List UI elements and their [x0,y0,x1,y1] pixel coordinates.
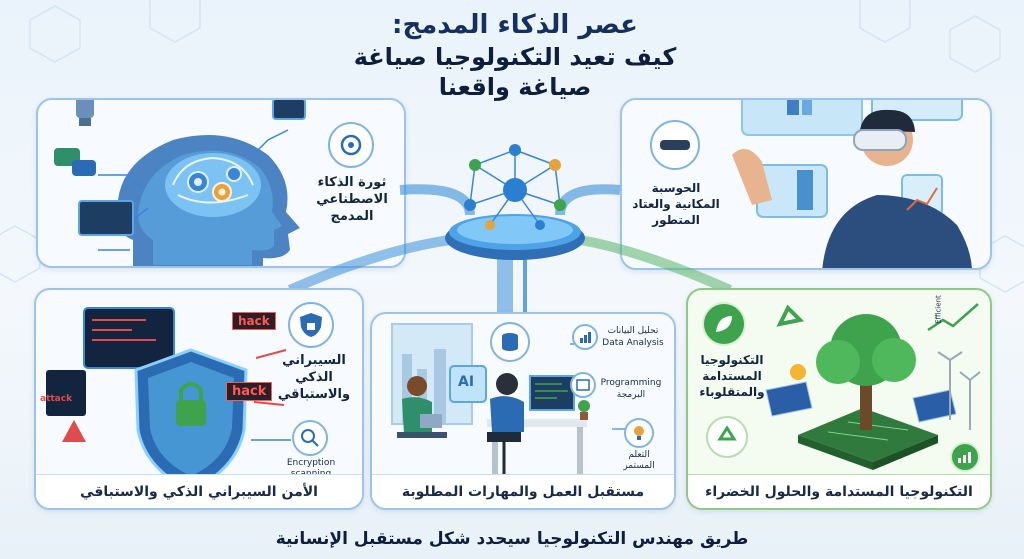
green-tech-illustration [765,303,981,470]
programming-icon [570,372,596,398]
leaf-circuit-icon [702,302,746,346]
encryption-scan-icon [292,420,328,456]
lightbulb-icon [624,418,654,448]
database-icon [490,322,530,362]
hack-tag: hack [232,312,276,330]
brain-gear-icon [328,122,374,168]
security-caption: الأمن السيبراني الذكي والاستباقي [36,474,362,508]
programming-en: Programming [600,378,662,388]
security-panel: hack hack attack السيبراني الذكي والاستب… [34,288,364,510]
hack-tag-2: hack [226,382,273,401]
growth-chart-icon [950,442,980,472]
title-line-2: كيف تعيد التكنولوجيا صياغة [353,43,677,71]
ai-head-illustration [76,100,300,266]
chat-bubble-icon [72,160,96,176]
recycle-icon [706,416,748,458]
main-title: عصر الذكاء المدمج: كيف تعيد التكنولوجيا … [300,8,730,102]
ai-sign: AI [458,374,475,390]
title-line-3: صياغة واقعنا [438,73,592,101]
ai-panel: ثورة الذكاء الاصطناعي المدمج [36,98,406,268]
spatial-panel: الحوسبة المكانية والعتاد المتطور [620,98,992,270]
robot-hand-icon [76,100,94,126]
footer-tagline: طريق مهندس التكنولوجيا سيحدد شكل مستقبل … [275,529,749,549]
data-analysis-ar: تحليل البيانات [607,326,659,336]
workplace-illustration [391,323,627,477]
code-window-icon [78,200,134,236]
work-panel: AI تحليل البيانات Data Analysis Programm… [370,312,676,510]
shield-lock-icon [288,302,334,348]
efficient-label: Efficient [934,295,943,324]
security-shield-illustration [46,307,291,505]
continuous-learning-label: التعلم المستمر [623,450,655,471]
title-line-1: عصر الذكاء المدمج: [392,10,638,40]
green-panel: التكنولوجيا المستدامة والمتقلوباء Effici… [686,288,992,510]
spatial-computing-label: الحوسبة المكانية والعتاد المتطور [632,181,720,227]
cybersecurity-label: السيبراني الذكي والاستباقي [277,353,351,402]
data-analysis-icon [572,324,598,350]
attack-tag: attack [40,394,73,404]
smart-glasses-icon [650,120,700,170]
terminal-icon [272,100,306,120]
data-analysis-en: Data Analysis [602,338,664,348]
programming-ar: البرمجة [616,390,646,400]
sustainable-tech-label: التكنولوجيا المستدامة والمتقلوباء [699,353,765,399]
green-caption: التكنولوجيا المستدامة والحلول الخضراء [688,474,990,508]
work-caption: مستقبل العمل والمهارات المطلوبة [372,474,674,508]
vr-user-illustration [732,100,972,268]
ai-revolution-label: ثورة الذكاء الاصطناعي المدمج [316,175,388,224]
